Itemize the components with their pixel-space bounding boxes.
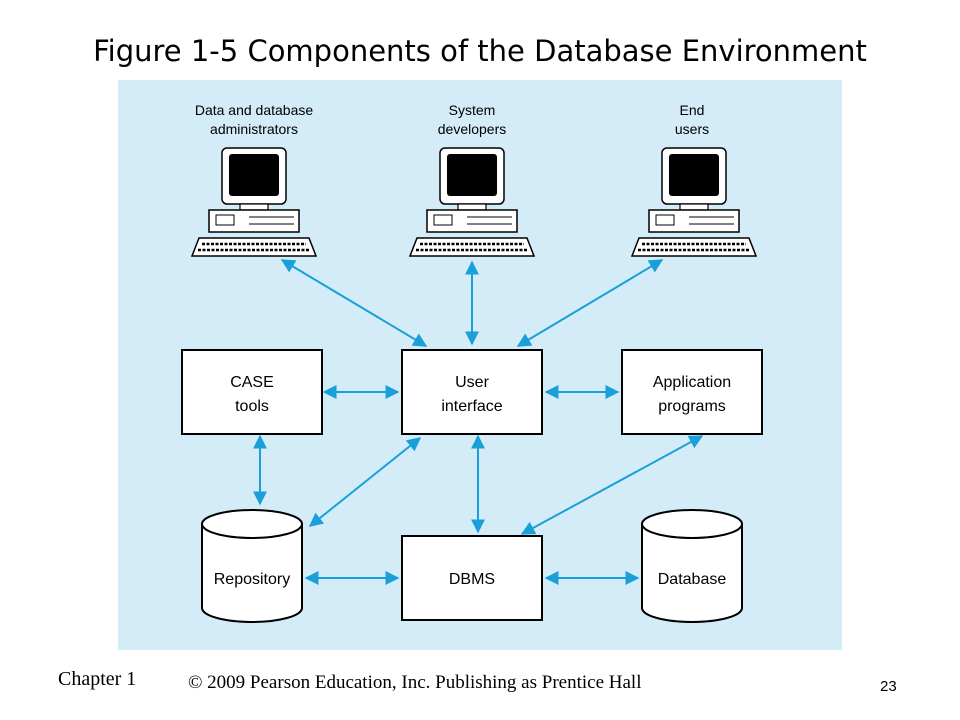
database-cylinder: Database [641,509,743,623]
application-programs-label-line1: Application [653,374,731,391]
admins-label-line1: Data and database [195,102,314,118]
developers-label-line1: System [449,102,496,118]
end-users-label-line2: users [675,121,709,137]
user-interface-label-line2: interface [441,398,502,415]
user-interface-box: User interface [401,349,543,435]
dbms-box: DBMS [401,535,543,621]
admin-computer-icon [190,146,318,258]
page-number: 23 [880,678,897,695]
end-users-label-line1: End [680,102,705,118]
end-user-computer-icon [630,146,758,258]
arrow-endusers-ui [516,259,664,347]
case-tools-label-line1: CASE [230,374,274,391]
application-programs-label-line2: programs [658,398,726,415]
arrow-ui-repository [308,437,422,527]
database-environment-diagram: Data and database administrators System … [181,102,763,623]
case-tools-label-line2: tools [235,398,269,415]
slide-title: Figure 1-5 Components of the Database En… [93,34,867,68]
case-tools-box: CASE tools [181,349,323,435]
arrow-admins-ui [280,259,428,347]
repository-label: Repository [214,571,290,588]
user-interface-label-line1: User [455,374,489,391]
connector-arrows [253,259,704,585]
application-programs-box: Application programs [621,349,763,435]
developer-computer-icon [408,146,536,258]
admins-label-line2: administrators [210,121,298,137]
repository-cylinder: Repository [201,509,303,623]
dbms-label: DBMS [449,571,495,588]
arrow-apps-dbms [520,435,704,535]
developers-label-line2: developers [438,121,507,137]
footer-copyright: © 2009 Pearson Education, Inc. Publishin… [188,672,642,693]
footer-chapter: Chapter 1 [58,668,137,690]
database-label: Database [658,571,727,588]
